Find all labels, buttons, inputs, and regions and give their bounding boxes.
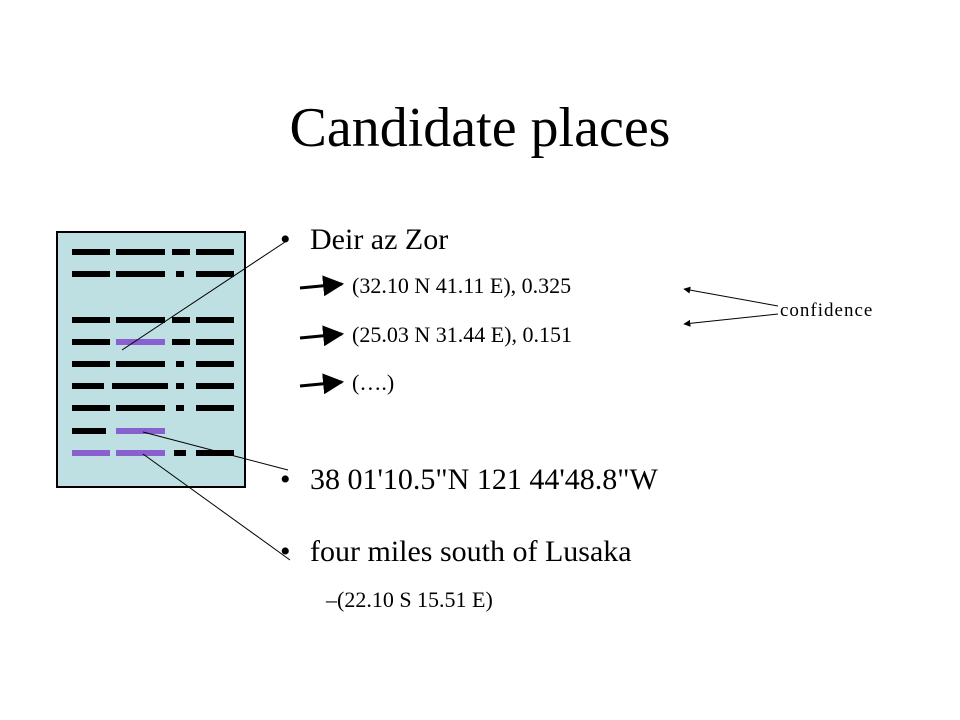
candidate-item: (32.10 N 41.11 E), 0.325	[352, 273, 572, 298]
bullet-text: four miles south of Lusaka	[310, 535, 632, 568]
bullet-lusaka: • four miles south of Lusaka	[280, 534, 632, 570]
confidence-arrow-icon	[683, 286, 779, 307]
right-arrow-icon	[299, 275, 345, 297]
bullet-marker: •	[280, 535, 291, 568]
sub-item-lusaka: –(22.10 S 15.51 E)	[326, 586, 493, 614]
connector-line-deir-az-zor	[121, 239, 289, 351]
bullet-text: Deir az Zor	[310, 223, 449, 256]
connector-line-lusaka	[142, 453, 291, 561]
bullet-deir-az-zor: • Deir az Zor	[280, 222, 448, 258]
bullet-coordinates: • 38 01'10.5"N 121 44'48.8"W	[280, 462, 658, 498]
dash-marker: –	[326, 587, 337, 612]
document-icon	[56, 231, 246, 488]
candidate-item: (….)	[352, 370, 395, 395]
sub-item-text: (22.10 S 15.51 E)	[337, 587, 493, 612]
bullet-marker: •	[280, 223, 291, 256]
slide-title: Candidate places	[289, 97, 671, 159]
right-arrow-icon	[299, 373, 345, 395]
confidence-label: confidence	[780, 300, 874, 321]
connector-line-coordinates	[142, 431, 289, 471]
right-arrow-icon	[299, 325, 345, 347]
bullet-marker: •	[280, 463, 291, 496]
bullet-text: 38 01'10.5"N 121 44'48.8"W	[310, 463, 658, 496]
confidence-arrow-icon	[683, 313, 779, 327]
candidate-item: (25.03 N 31.44 E), 0.151	[352, 322, 572, 347]
